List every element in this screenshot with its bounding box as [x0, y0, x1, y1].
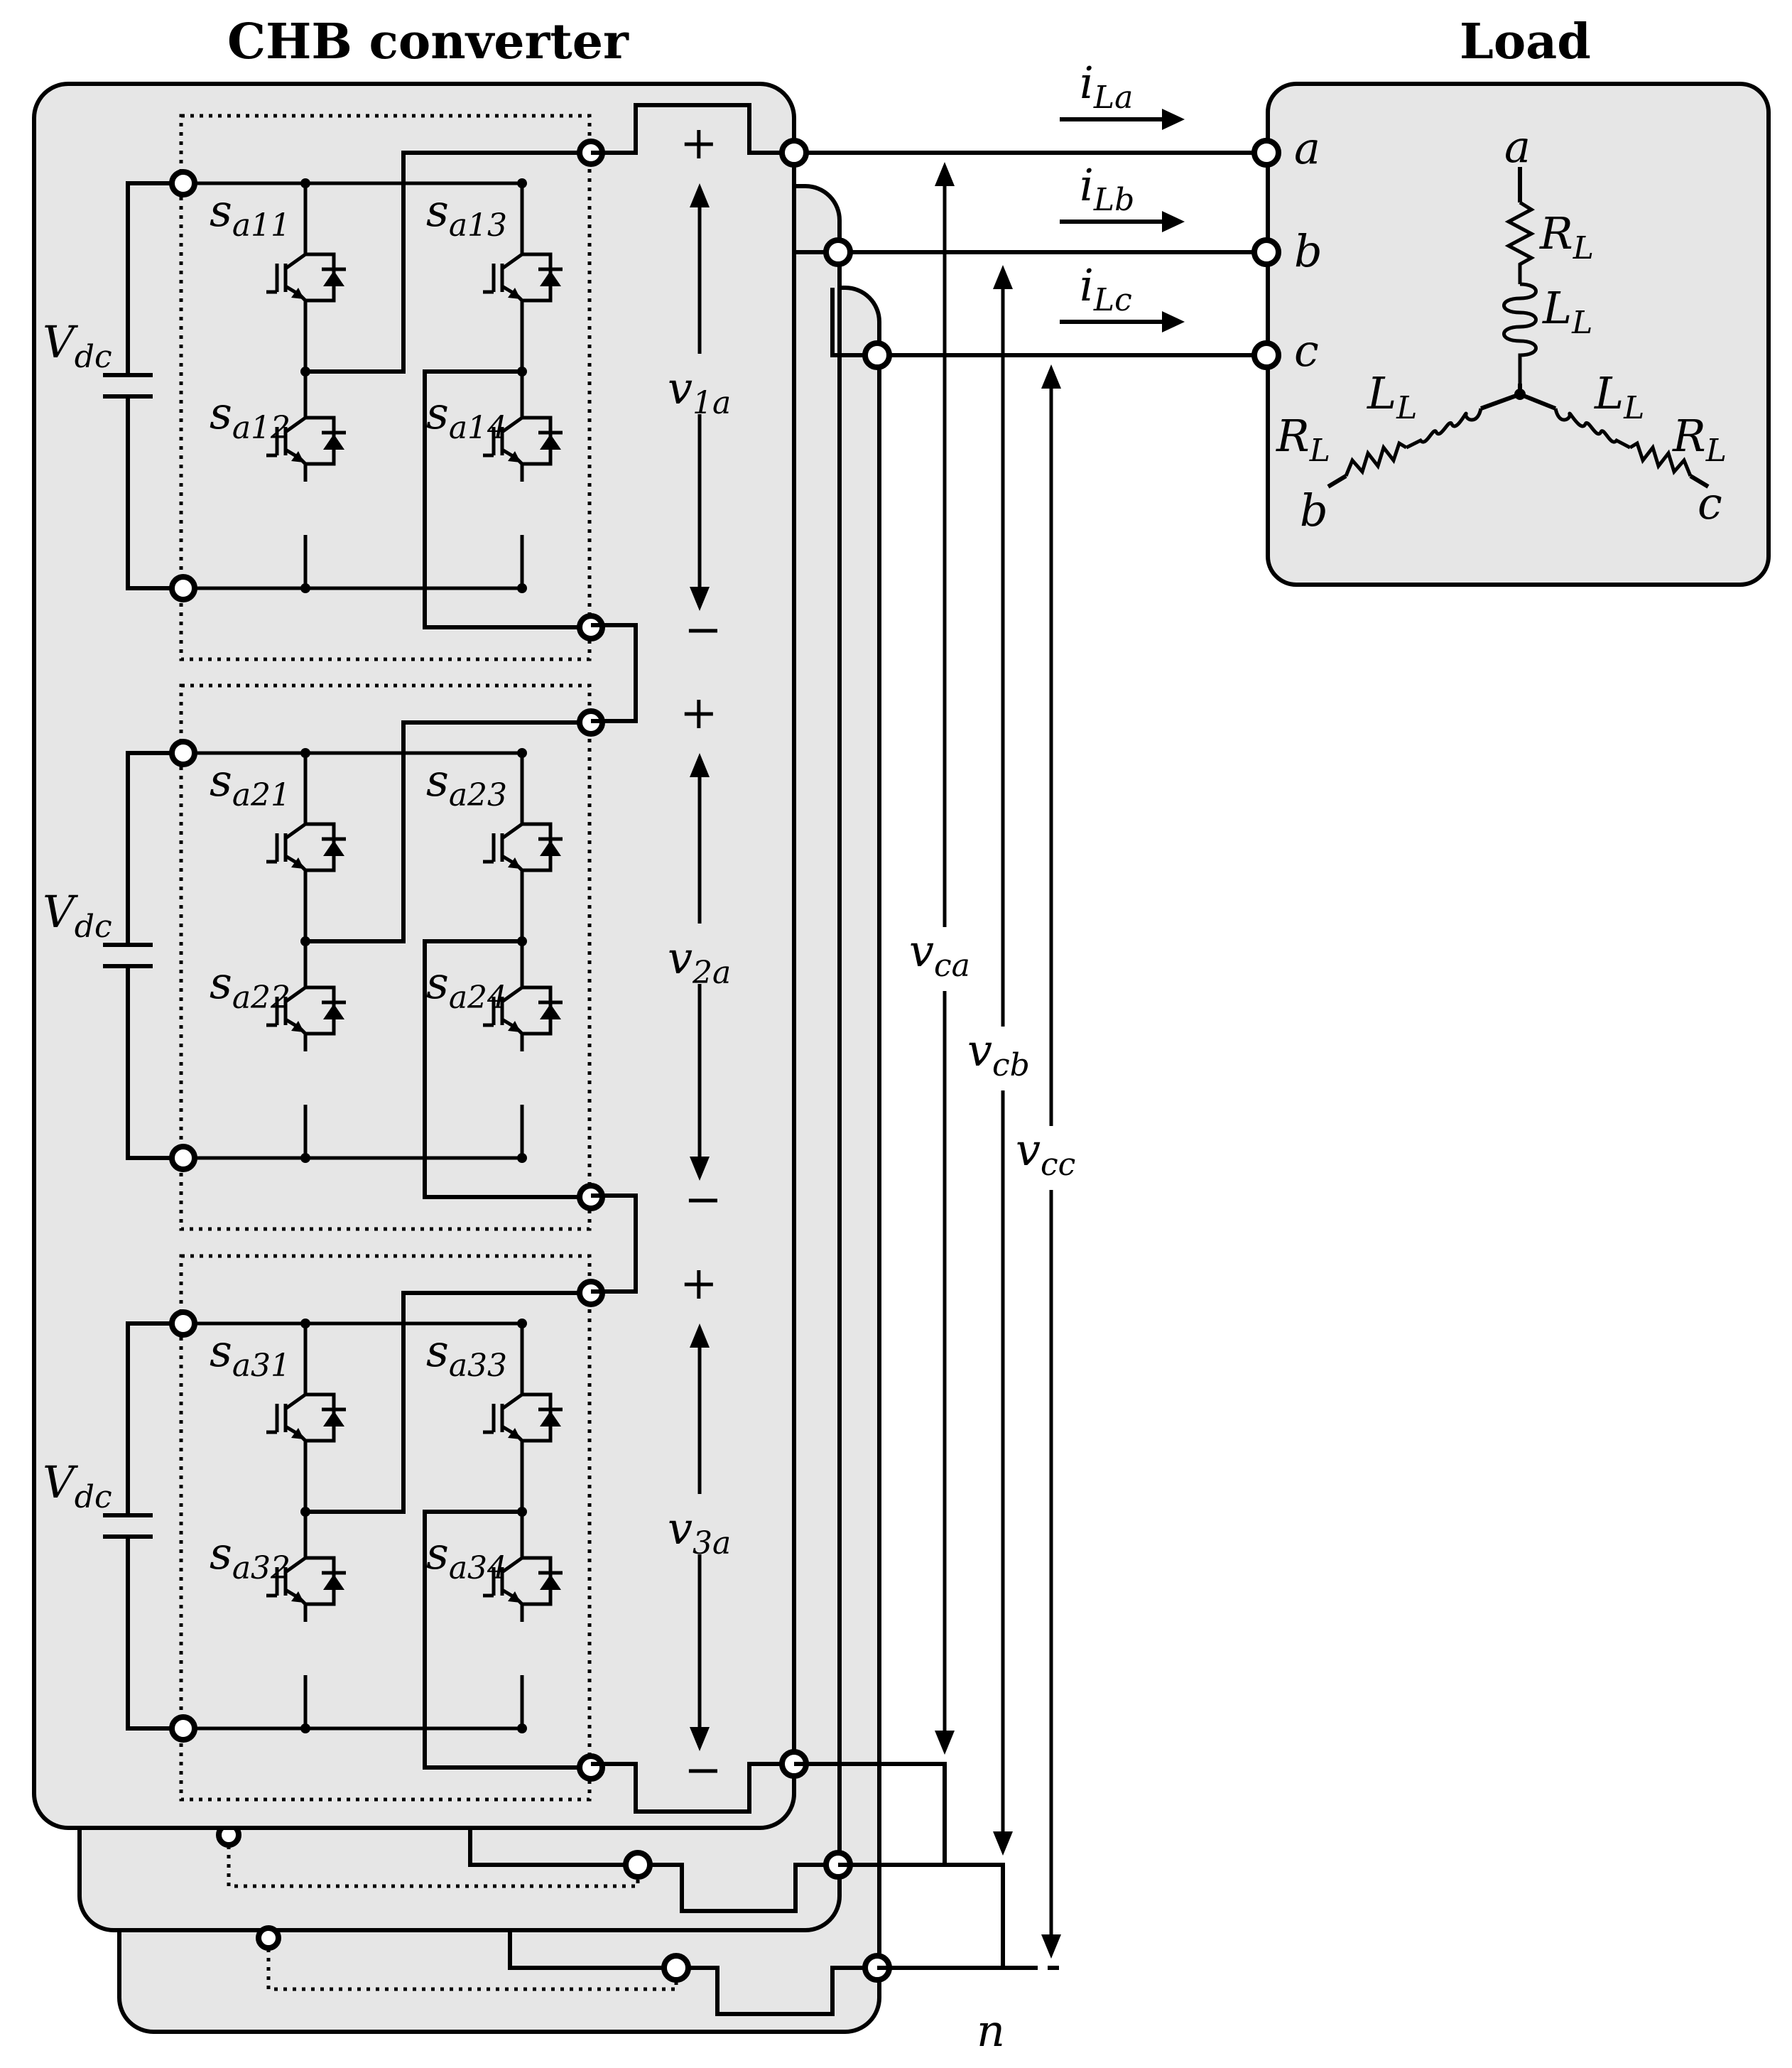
wye-rl-load [1327, 167, 1710, 489]
switch-label-1: sa11 [210, 185, 290, 244]
load-node-label-c: c [1698, 477, 1722, 529]
h-bridge-cell-1: + − v1a Vdc sa11 sa12 sa13 sa14 [43, 114, 742, 661]
load-node-label-b: b [1300, 484, 1328, 536]
phase-voltage-label-a: vca [909, 925, 970, 984]
phase-c-output-terminal-top [862, 340, 892, 370]
load-terminal-b [1251, 237, 1281, 267]
load-node-label-a: a [1504, 121, 1531, 173]
load-inductor-label-left: LL [1367, 367, 1417, 426]
switch-leg-left-upper [266, 806, 346, 888]
switch-label-3: sa13 [426, 185, 507, 244]
switch-leg-right-upper [483, 1377, 563, 1458]
h-bridge-cell-3: + − v3a Vdc sa31 sa32 sa33 sa34 [43, 1254, 742, 1802]
cell-terminal [169, 574, 197, 602]
phase-b-panel-details [216, 1822, 853, 1913]
switch-leg-right-lower [483, 400, 563, 482]
cell-output-voltage-label: v1a [668, 362, 731, 421]
cell-terminal [169, 1714, 197, 1743]
switch-label-3: sa33 [426, 1325, 507, 1384]
converter-title: CHB converter [227, 13, 629, 70]
dc-source-label: Vdc [43, 886, 112, 945]
current-arrows [1060, 109, 1185, 332]
neutral-label: n [977, 2005, 1005, 2057]
switch-label-4: sa34 [426, 1527, 507, 1586]
current-label-b: iLb [1080, 159, 1134, 218]
switch-label-3: sa23 [426, 754, 507, 813]
load-terminal-label-b: b [1294, 225, 1323, 277]
cell-terminal [169, 739, 197, 767]
phase-b-output-terminal-top [823, 237, 853, 267]
h-bridge-cells: +−v1aVdcsa11sa12sa13sa14+−v2aVdcsa21sa22… [43, 114, 742, 1802]
cell-output-voltage-label: v3a [668, 1503, 731, 1561]
cell-terminal [577, 1753, 605, 1782]
switch-label-2: sa32 [210, 1527, 290, 1586]
load-inductor-label-right: LL [1594, 367, 1644, 426]
switch-label-1: sa21 [210, 754, 290, 813]
load-terminal-label-a: a [1294, 122, 1320, 174]
switch-label-4: sa24 [426, 957, 507, 1016]
switch-leg-right-lower [483, 970, 563, 1051]
cell-plus-sign: + [680, 117, 718, 170]
wire-phase-b [792, 186, 1266, 254]
switch-leg-right-upper [483, 237, 563, 318]
switch-leg-right-upper [483, 806, 563, 888]
cell-plus-sign: + [680, 687, 718, 740]
phase-voltage-label-c: vcc [1016, 1124, 1075, 1183]
switch-label-2: sa12 [210, 387, 290, 446]
cell-terminal [169, 1309, 197, 1338]
load-terminal-label-c: c [1294, 325, 1319, 377]
load-resistor-label-top: RL [1539, 207, 1594, 266]
load-inductor-label-top: LL [1542, 282, 1592, 341]
cell-terminal [169, 169, 197, 197]
switch-leg-left-lower [266, 400, 346, 482]
phase-b-neutral-terminal [623, 1850, 653, 1880]
h-bridge-cell-2: + − v2a Vdc sa21 sa22 sa23 sa24 [43, 683, 742, 1231]
phase-a-output-terminal [779, 138, 809, 168]
phase-voltage-label-b: vcb [967, 1024, 1030, 1083]
load-terminal-a [1251, 138, 1281, 168]
switch-label-4: sa14 [426, 387, 507, 446]
cell-minus-sign: − [684, 1744, 722, 1797]
cell-minus-sign: − [684, 1174, 722, 1226]
phase-c-neutral-terminal [661, 1953, 691, 1983]
dc-source-label: Vdc [43, 316, 112, 375]
switch-leg-left-lower [266, 1540, 346, 1622]
cell-minus-sign: − [684, 604, 722, 656]
switch-label-2: sa22 [210, 957, 290, 1016]
switch-leg-right-lower [483, 1540, 563, 1622]
switch-leg-left-upper [266, 1377, 346, 1458]
load-resistor-label-left: RL [1276, 410, 1330, 469]
cell-terminal [169, 1144, 197, 1172]
load-terminal-c [1251, 340, 1281, 370]
cell-output-voltage-label: v2a [668, 932, 731, 991]
current-label-a: iLa [1080, 57, 1133, 116]
switch-leg-left-lower [266, 970, 346, 1051]
phase-a-output-path [591, 103, 794, 1814]
cell-plus-sign: + [680, 1257, 718, 1310]
phase-a-panel [32, 82, 796, 1830]
switch-label-1: sa31 [210, 1325, 290, 1384]
neutral-bus [794, 1762, 1026, 1970]
wire-phase-c [830, 288, 1266, 357]
load-title: Load [1460, 13, 1591, 70]
load-resistor-label-right: RL [1672, 410, 1727, 469]
dc-source-label: Vdc [43, 1456, 112, 1515]
current-label-c: iLc [1080, 259, 1132, 318]
switch-leg-left-upper [266, 237, 346, 318]
